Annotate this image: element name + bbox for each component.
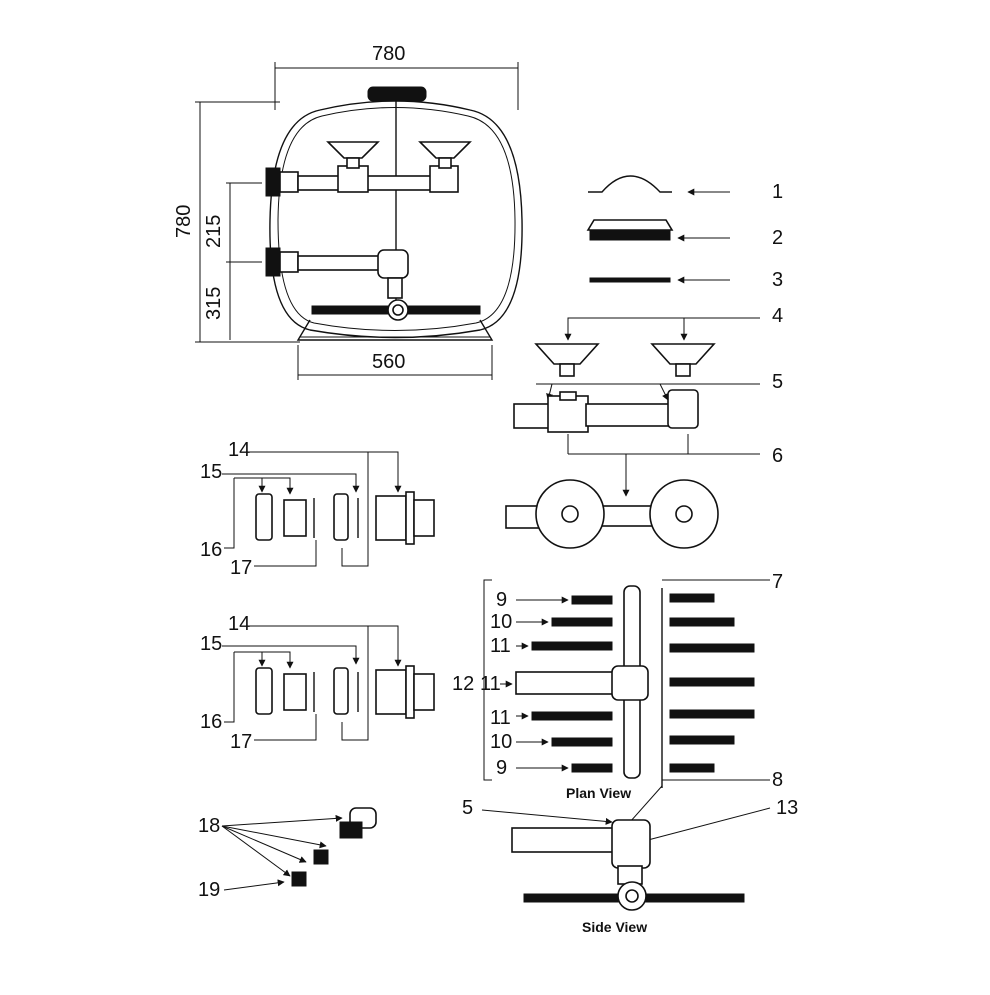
bracket-12 <box>483 579 492 781</box>
part-18-drain-plug <box>313 849 329 865</box>
part-16-nut-b <box>255 667 273 715</box>
callout-7: 7 <box>772 571 783 593</box>
callout-12: 12 <box>452 673 474 695</box>
callout-10-b: 10 <box>490 731 512 753</box>
tank-base <box>296 319 494 341</box>
callout-15-a: 15 <box>200 461 222 483</box>
callout-14-b: 14 <box>228 613 250 635</box>
part-1-clamp <box>588 175 672 193</box>
callout-2: 2 <box>772 227 783 249</box>
callout-6: 6 <box>772 445 783 467</box>
callout-4: 4 <box>772 305 783 327</box>
part-15-tail-b <box>283 673 307 711</box>
callout-3: 3 <box>772 269 783 291</box>
dim-height: 780 <box>173 205 195 238</box>
upper-right-diffuser <box>418 141 472 159</box>
callout-16-a: 16 <box>200 539 222 561</box>
callout-13: 13 <box>776 797 798 819</box>
drain-parts: 18 19 <box>198 807 377 901</box>
lower-inlet-nut <box>265 247 281 277</box>
callout-16-b: 16 <box>200 711 222 733</box>
callout-11-a: 11 <box>490 635 511 657</box>
dim-base-width: 560 <box>372 351 405 373</box>
callout-19: 19 <box>198 879 220 901</box>
plan-view-caption: Plan View <box>566 785 631 801</box>
union-set-lower: 14 15 16 17 <box>200 613 435 753</box>
callout-5-b: 5 <box>462 797 473 819</box>
part-2-cover <box>586 219 674 231</box>
part-4-left-diffuser <box>534 343 600 365</box>
part-3-gasket <box>589 277 671 283</box>
part-15-nut-b <box>333 667 349 715</box>
side-view: 5 13 Side View <box>462 785 798 935</box>
part-16-nut-a <box>255 493 273 541</box>
callout-17-a: 17 <box>230 557 252 579</box>
diffuser-assembly: 4 5 6 <box>505 305 783 549</box>
plan-view-laterals: 12 9 10 11 11 11 10 9 <box>452 571 783 801</box>
upper-inlet-nut <box>265 167 281 197</box>
part-14-connector-a <box>375 495 407 541</box>
callout-11-b: 11 <box>480 673 501 695</box>
callout-18: 18 <box>198 815 220 837</box>
part-4-right-diffuser <box>650 343 716 365</box>
union-set-upper: 14 15 16 17 <box>200 439 435 579</box>
filter-tank: 780 780 215 315 560 <box>173 43 523 380</box>
part-15-tail-a <box>283 499 307 537</box>
callout-15-b: 15 <box>200 633 222 655</box>
callout-10-a: 10 <box>490 611 512 633</box>
callout-17-b: 17 <box>230 731 252 753</box>
upper-left-diffuser <box>326 141 380 159</box>
callout-11-c: 11 <box>490 707 511 729</box>
callout-9-a: 9 <box>496 589 507 611</box>
callout-8: 8 <box>772 769 783 791</box>
part-14-connector-b <box>375 669 407 715</box>
lid-parts: 1 2 3 <box>586 175 783 291</box>
side-inlet-pipe <box>511 827 617 853</box>
dim-upper: 215 <box>203 215 225 248</box>
side-elbow <box>611 819 651 869</box>
tank-shell <box>269 100 523 339</box>
callout-9-b: 9 <box>496 757 507 779</box>
side-view-caption: Side View <box>582 919 647 935</box>
dim-lower: 315 <box>203 287 225 320</box>
callout-5: 5 <box>772 371 783 393</box>
callout-14-a: 14 <box>228 439 250 461</box>
part-15-nut-a <box>333 493 349 541</box>
dim-top-width: 780 <box>372 43 405 65</box>
tank-lid <box>367 86 427 102</box>
plan-inlet-pipe <box>515 671 617 695</box>
callout-1: 1 <box>772 181 783 203</box>
part-19-fitting <box>291 871 307 887</box>
